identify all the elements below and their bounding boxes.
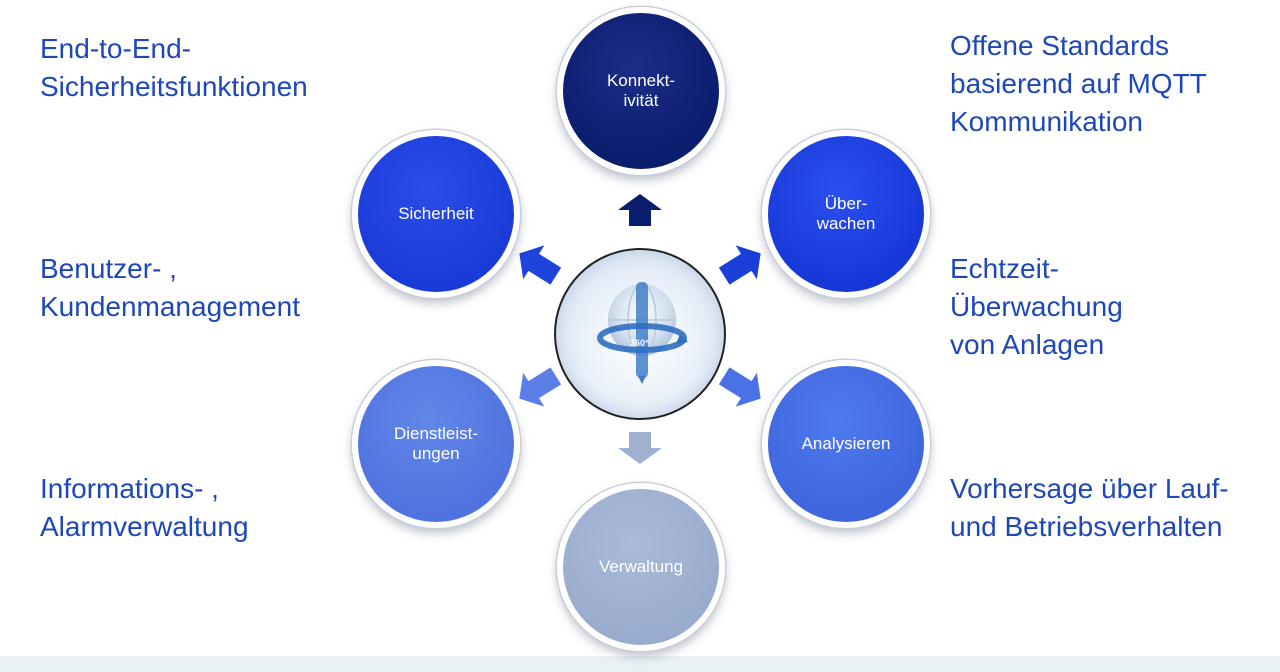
hub-360-badge: 360° <box>630 338 649 348</box>
label-prediction-behavior: Vorhersage über Lauf- und Betriebsverhal… <box>950 473 1229 542</box>
label-realtime-monitoring: Echtzeit- Überwachung von Anlagen <box>950 253 1123 360</box>
arrow-up-icon <box>618 194 662 226</box>
node-services: Dienstleist- ungen <box>352 360 520 528</box>
arrow-down-icon <box>618 432 662 464</box>
label-end-to-end-security: End-to-End- Sicherheitsfunktionen <box>40 33 308 102</box>
arrow-lower-right-icon <box>718 367 761 407</box>
node-analysis: Analysieren <box>762 360 930 528</box>
label-information-alarm-management: Informations- , Alarmverwaltung <box>40 473 249 542</box>
globe-360-icon <box>597 282 688 384</box>
node-security: Sicherheit <box>352 130 520 298</box>
bottom-band <box>0 656 1280 672</box>
node-monitoring: Über- wachen <box>762 130 930 298</box>
label-user-customer-management: Benutzer- , Kundenmanagement <box>40 253 300 322</box>
node-administration: Verwaltung <box>557 483 725 651</box>
arrow-upper-left-icon <box>519 245 562 285</box>
label-open-standards-mqtt: Offene Standards basierend auf MQTT Komm… <box>950 30 1207 137</box>
node-connectivity: Konnekt- ivität <box>557 7 725 175</box>
arrow-upper-right-icon <box>718 245 761 285</box>
arrow-lower-left-icon <box>519 367 562 407</box>
central-hub: 360° <box>554 248 726 420</box>
